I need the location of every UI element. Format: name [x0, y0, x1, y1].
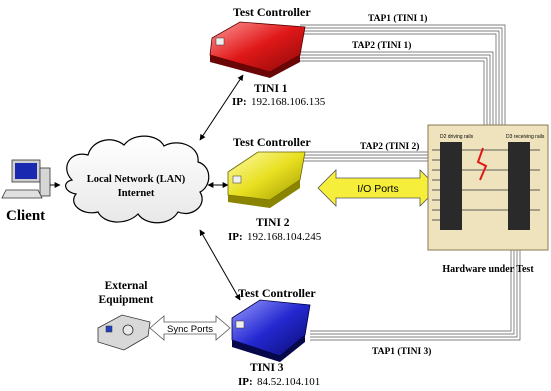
client-label: Client	[6, 208, 45, 224]
tap2-tini1-label: TAP2 (TINI 1)	[352, 40, 411, 51]
tap2-tini2-label: TAP2 (TINI 2)	[360, 141, 419, 152]
port-icon	[235, 320, 245, 329]
controller-3-name: TINI 3	[250, 362, 284, 374]
tap-cables	[300, 24, 521, 341]
sync-ports-arrow	[149, 315, 231, 341]
external-equipment-icon	[97, 314, 151, 351]
controller-2-name: TINI 2	[256, 217, 290, 229]
external-line-2: Equipment	[99, 294, 154, 306]
controller-3-ip: 84.52.104.101	[257, 376, 320, 388]
hardware-label: Hardware under Test	[442, 264, 534, 275]
chip-left-label: D2 driving rails	[440, 134, 474, 140]
controller-2-ip: 192.168.104.245	[247, 231, 322, 243]
port-icon	[215, 37, 225, 46]
chip-right-label: D3 receiving rails	[506, 134, 545, 140]
fault-icon	[476, 147, 488, 181]
test-controller-1	[209, 21, 306, 78]
network-cloud	[65, 135, 210, 224]
io-ports-label: I/O Ports	[357, 183, 398, 195]
hardware-board	[427, 124, 549, 251]
chip-right	[508, 142, 530, 230]
controller-2-header: Test Controller	[233, 135, 311, 149]
controller-1-ip: 192.168.106.135	[251, 96, 326, 108]
controller-3-header: Test Controller	[238, 286, 316, 300]
test-controller-3	[231, 299, 311, 362]
controller-2-ip-label: IP:	[228, 231, 243, 243]
tap1-tini1-label: TAP1 (TINI 1)	[368, 13, 427, 24]
port-icon	[232, 175, 242, 184]
test-controller-2	[227, 151, 306, 208]
tap1-tini3-label: TAP1 (TINI 3)	[372, 346, 431, 357]
controller-1-name: TINI 1	[254, 83, 288, 95]
network-line-1: Local Network (LAN)	[87, 174, 186, 185]
network-line-2: Internet	[118, 188, 155, 199]
chip-left	[440, 142, 462, 230]
controller-1-header: Test Controller	[233, 5, 311, 19]
client-computer-icon	[1, 159, 51, 199]
controller-1-ip-label: IP:	[232, 96, 247, 108]
sync-ports-label: Sync Ports	[167, 324, 213, 335]
controller-3-ip-label: IP:	[238, 376, 253, 388]
external-line-1: External	[105, 280, 148, 292]
